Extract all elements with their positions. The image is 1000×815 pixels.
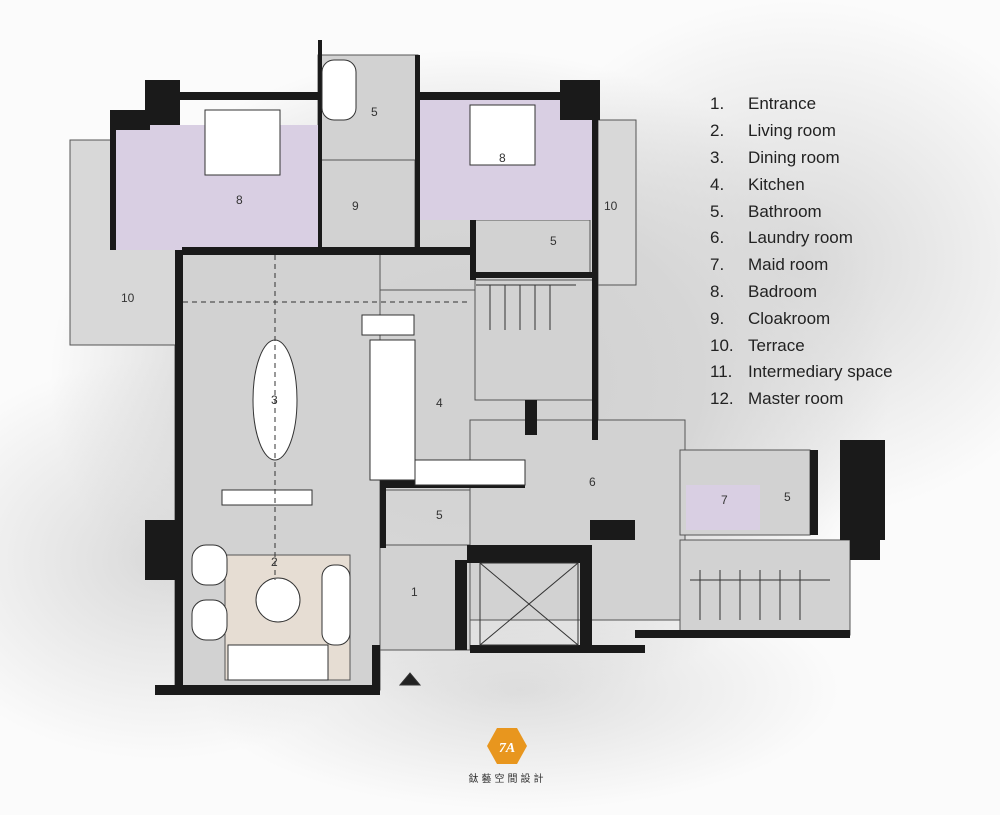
legend-item: 12. Master room [710,386,893,413]
sofa-right [321,564,351,646]
legend-item: 7. Maid room [710,252,893,279]
label-cloakroom: 9 [352,199,359,213]
label-bedroom-right: 8 [499,151,506,165]
bed-left [204,109,281,176]
armchair-bottom [191,599,228,641]
bathtub [321,59,357,121]
legend-item: 10. Terrace [710,332,893,359]
elevator [479,562,579,646]
sofa-bottom [227,644,329,681]
logo-mark: 7A [487,728,527,764]
legend-number: 8. [710,281,725,301]
logo-name: 鈦藝空間設計 [468,774,547,785]
legend-label: Entrance [748,94,817,114]
legend-label: Intermediary space [748,362,893,382]
legend-label: Master room [748,389,844,409]
label-terrace-right: 10 [604,199,618,213]
legend-item: 2. Living room [710,118,893,145]
island-top [361,314,415,336]
label-bath-right: 5 [550,234,557,248]
legend-item: 4. Kitchen [710,171,893,198]
label-terrace-left: 10 [121,291,135,305]
legend-label: Bathroom [748,201,822,221]
floor-stairwell [679,539,851,636]
label-maid: 7 [721,493,728,507]
label-entrance: 1 [411,585,418,599]
legend-number: 1. [710,94,725,114]
legend-number: 3. [710,147,725,167]
label-dining: 3 [271,393,278,407]
legend-label: Dining room [748,147,840,167]
floor-stairs [474,279,599,401]
entrance-arrow [398,672,422,686]
svg-text:7A: 7A [499,741,515,756]
legend-number: 10. [710,335,734,355]
label-kitchen: 4 [436,396,443,410]
armchair-top [191,544,228,586]
legend-item: 9. Cloakroom [710,305,893,332]
legend-number: 2. [710,121,725,141]
legend-item: 5. Bathroom [710,198,893,225]
floor-terrace-right [597,119,637,286]
label-bath-maid: 5 [784,490,791,504]
bed-right [469,104,536,166]
legend-number: 5. [710,201,725,221]
label-laundry: 6 [589,475,596,489]
legend-number: 4. [710,174,725,194]
legend-label: Cloakroom [748,308,831,328]
coffee-table [255,577,301,623]
legend-label: Kitchen [748,174,805,194]
maid-room-floor [686,485,760,530]
floor-cloakroom [317,159,416,251]
legend-item: 3. Dining room [710,145,893,172]
legend-label: Badroom [748,281,817,301]
legend: 1. Entrance 2. Living room 3. Dining room 4. Ki… [710,91,893,413]
kitchen-counter [369,339,416,481]
label-bedroom-left: 8 [236,193,243,207]
legend-item: 6. Laundry room [710,225,893,252]
floor-bath-right [474,219,591,276]
legend-number: 7. [710,255,725,275]
legend-number: 12. [710,389,734,409]
legend-label: Living room [748,121,836,141]
legend-number: 9. [710,308,725,328]
legend-item: 1. Entrance [710,91,893,118]
label-living: 2 [271,555,278,569]
legend-label: Laundry room [748,228,853,248]
legend-label: Terrace [748,335,805,355]
legend-item: 11. Intermediary space [710,359,893,386]
legend-number: 6. [710,228,725,248]
label-bath-mid: 5 [436,508,443,522]
tv-console [221,489,313,506]
legend-number: 11. [710,362,733,382]
room-labels: 8 5 8 9 10 10 5 3 4 6 7 5 2 5 1 [121,105,791,599]
kitchen-counter-bottom [414,459,526,486]
legend-label: Maid room [748,255,829,275]
legend-item: 8. Badroom [710,279,893,306]
label-bath-top: 5 [371,105,378,119]
